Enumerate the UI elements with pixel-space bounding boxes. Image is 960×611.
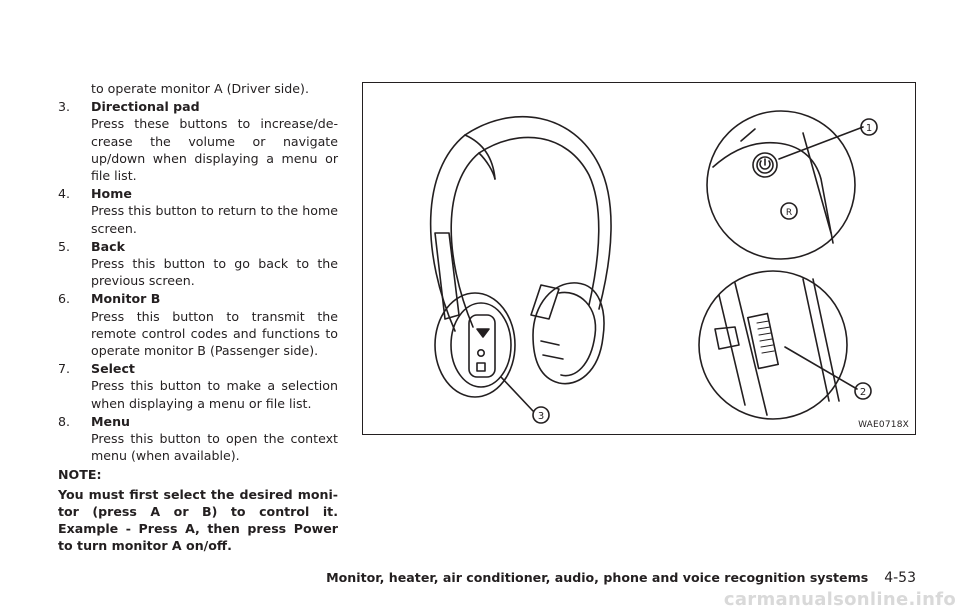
item-number: 3. [58, 99, 71, 115]
callout-2-label: 2 [860, 387, 866, 398]
headphones-figure: R 1 2 3 WAE0718X [362, 82, 916, 435]
item-number: 5. [58, 238, 71, 254]
item-number: 8. [58, 413, 71, 429]
instructions-column: to operate monitor A (Driver side). 3. D… [58, 80, 338, 554]
item-description: Press these buttons to increase/de-creas… [91, 116, 338, 184]
item-number: 4. [58, 186, 71, 202]
item-title-menu: Menu [91, 413, 131, 429]
callout-3-label: 3 [538, 411, 544, 422]
headphones-illustration: R 1 2 3 [429, 110, 878, 424]
watermark: carmanualsonline.info [723, 589, 956, 610]
item-number: 6. [58, 291, 71, 307]
list-item: 4. Home Press this button to return to t… [58, 185, 338, 237]
list-item: 8. Menu Press this button to open the co… [58, 413, 338, 465]
note-text: You must first select the desired moni-t… [58, 486, 338, 554]
svg-text:R: R [786, 208, 792, 218]
item-description: Press this button to make a selection wh… [91, 378, 338, 411]
list-item: 3. Directional pad Press these buttons t… [58, 98, 338, 184]
callout-1-label: 1 [866, 123, 872, 134]
item-title-directional-pad: Directional pad [91, 99, 200, 115]
footer-section-title: Monitor, heater, air conditioner, audio,… [326, 570, 869, 585]
figure-code: WAE0718X [858, 420, 909, 430]
note-label: NOTE: [58, 467, 102, 483]
item-title-back: Back [91, 238, 125, 254]
item-number: 7. [58, 361, 71, 377]
item-description: Press this button to return to the home … [91, 203, 338, 236]
item-title-select: Select [91, 361, 135, 377]
intro-text: to operate monitor A (Driver side). [91, 81, 309, 96]
item-title-monitor-b: Monitor B [91, 291, 161, 307]
item-description: Press this button to open the context me… [91, 431, 338, 464]
item-description: Press this button to transmit the remote… [91, 308, 338, 359]
item-title-home: Home [91, 186, 132, 202]
item-description: Press this button to go back to the prev… [91, 256, 338, 289]
list-item: 6. Monitor B Press this button to transm… [58, 290, 338, 359]
list-item: 7. Select Press this button to make a se… [58, 360, 338, 412]
page-number: 4-53 [884, 570, 916, 586]
list-item: 5. Back Press this button to go back to … [58, 238, 338, 290]
page-footer: Monitor, heater, air conditioner, audio,… [326, 570, 916, 586]
